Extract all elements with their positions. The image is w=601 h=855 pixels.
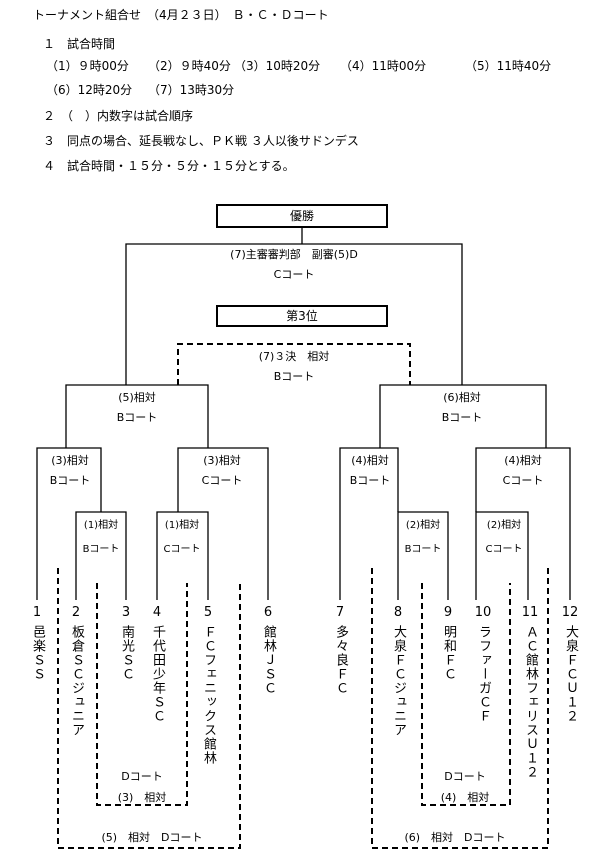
third-place-match-label: (7)３決 相対 — [258, 350, 330, 363]
final-match-label: (7)主審審判部 副審(5)D — [230, 248, 358, 261]
d-right-inner-match-label: (4) 相対 — [440, 791, 490, 804]
team-number: 9 — [443, 605, 453, 620]
team-number: 1 — [32, 605, 42, 620]
final-winner-box: 優勝 — [216, 204, 388, 228]
team-number: 12 — [561, 605, 579, 620]
r1a-court-label: Bコート — [82, 544, 120, 555]
time-slot-4: （4）11時00分 — [340, 59, 427, 73]
team-number: 7 — [335, 605, 345, 620]
team-number: 4 — [152, 605, 162, 620]
time-slot-1: （1）９時00分 — [46, 59, 129, 73]
r1c-court-label: Bコート — [404, 544, 442, 555]
r1b-match-label: (1)相対 — [164, 520, 200, 531]
d-left-inner-court-label: Dコート — [121, 770, 163, 783]
team-name: 大泉ＦＣＵ１２ — [563, 625, 578, 723]
third-place-court-label: Bコート — [273, 370, 315, 383]
qf4-court-label: Cコート — [502, 474, 544, 487]
d-right-outer-label: (6) 相対 Dコート — [404, 831, 506, 844]
team-name: ＡＣ館林フェリスＵ１２ — [523, 625, 538, 779]
note-order: ２ （ ）内数字は試合順序 — [43, 109, 194, 123]
d-left-outer-label: (5) 相対 Dコート — [101, 831, 203, 844]
r1a-match-label: (1)相対 — [83, 520, 119, 531]
team-name: 多々良ＦＣ — [333, 625, 348, 695]
third-place-box: 第3位 — [216, 305, 388, 327]
team-name: ＦＣフェニックス館林 — [201, 625, 216, 765]
r1d-match-label: (2)相対 — [486, 520, 522, 531]
final-court-label: Cコート — [273, 268, 315, 281]
team-number: 10 — [474, 605, 492, 620]
semi-left-court-label: Bコート — [116, 411, 158, 424]
page-title: トーナメント組合せ （4月２３日） Ｂ・Ｃ・Ｄコート — [33, 8, 329, 22]
team-name: 南光ＳＣ — [119, 625, 134, 681]
team-name: 千代田少年ＳＣ — [150, 625, 165, 723]
qf1-court-label: Bコート — [49, 474, 91, 487]
qf1-match-label: (3)相対 — [51, 454, 89, 467]
semi-right-match-label: (6)相対 — [443, 391, 481, 404]
time-slot-7: （7）13時30分 — [148, 83, 235, 97]
note-tiebreak: ３ 同点の場合、延長戦なし、ＰＫ戦 ３人以後サドンデス — [43, 134, 359, 148]
r1b-court-label: Cコート — [163, 544, 201, 555]
team-number: 2 — [71, 605, 81, 620]
note-match-times-heading: １ 試合時間 — [43, 37, 116, 51]
team-name: ラファーガＣＦ — [476, 625, 491, 723]
r1d-court-label: Cコート — [485, 544, 523, 555]
d-left-inner-match-label: (3) 相対 — [117, 791, 167, 804]
team-number: 8 — [393, 605, 403, 620]
note-duration: ４ 試合時間・１５分・５分・１５分とする。 — [43, 159, 295, 173]
d-right-inner-court-label: Dコート — [444, 770, 486, 783]
qf2-match-label: (3)相対 — [203, 454, 241, 467]
qf2-court-label: Cコート — [201, 474, 243, 487]
team-name: 明和ＦＣ — [441, 625, 456, 681]
qf4-match-label: (4)相対 — [504, 454, 542, 467]
team-name: 館林ＪＳＣ — [261, 625, 276, 695]
team-number: 11 — [521, 605, 539, 620]
semi-right-court-label: Bコート — [441, 411, 483, 424]
time-slot-3: （3）10時20分 — [234, 59, 321, 73]
team-name: 大泉ＦＣジュニア — [391, 625, 406, 737]
team-name: 邑楽ＳＳ — [30, 625, 45, 681]
team-number: 5 — [203, 605, 213, 620]
team-number: 6 — [263, 605, 273, 620]
team-name: 板倉ＳＣジュニア — [69, 625, 84, 737]
time-slot-6: （6）12時20分 — [46, 83, 133, 97]
r1c-match-label: (2)相対 — [405, 520, 441, 531]
time-slot-5: （5）11時40分 — [465, 59, 552, 73]
semi-left-match-label: (5)相対 — [118, 391, 156, 404]
qf3-match-label: (4)相対 — [351, 454, 389, 467]
team-number: 3 — [121, 605, 131, 620]
time-slot-2: （2）９時40分 — [148, 59, 231, 73]
qf3-court-label: Bコート — [349, 474, 391, 487]
